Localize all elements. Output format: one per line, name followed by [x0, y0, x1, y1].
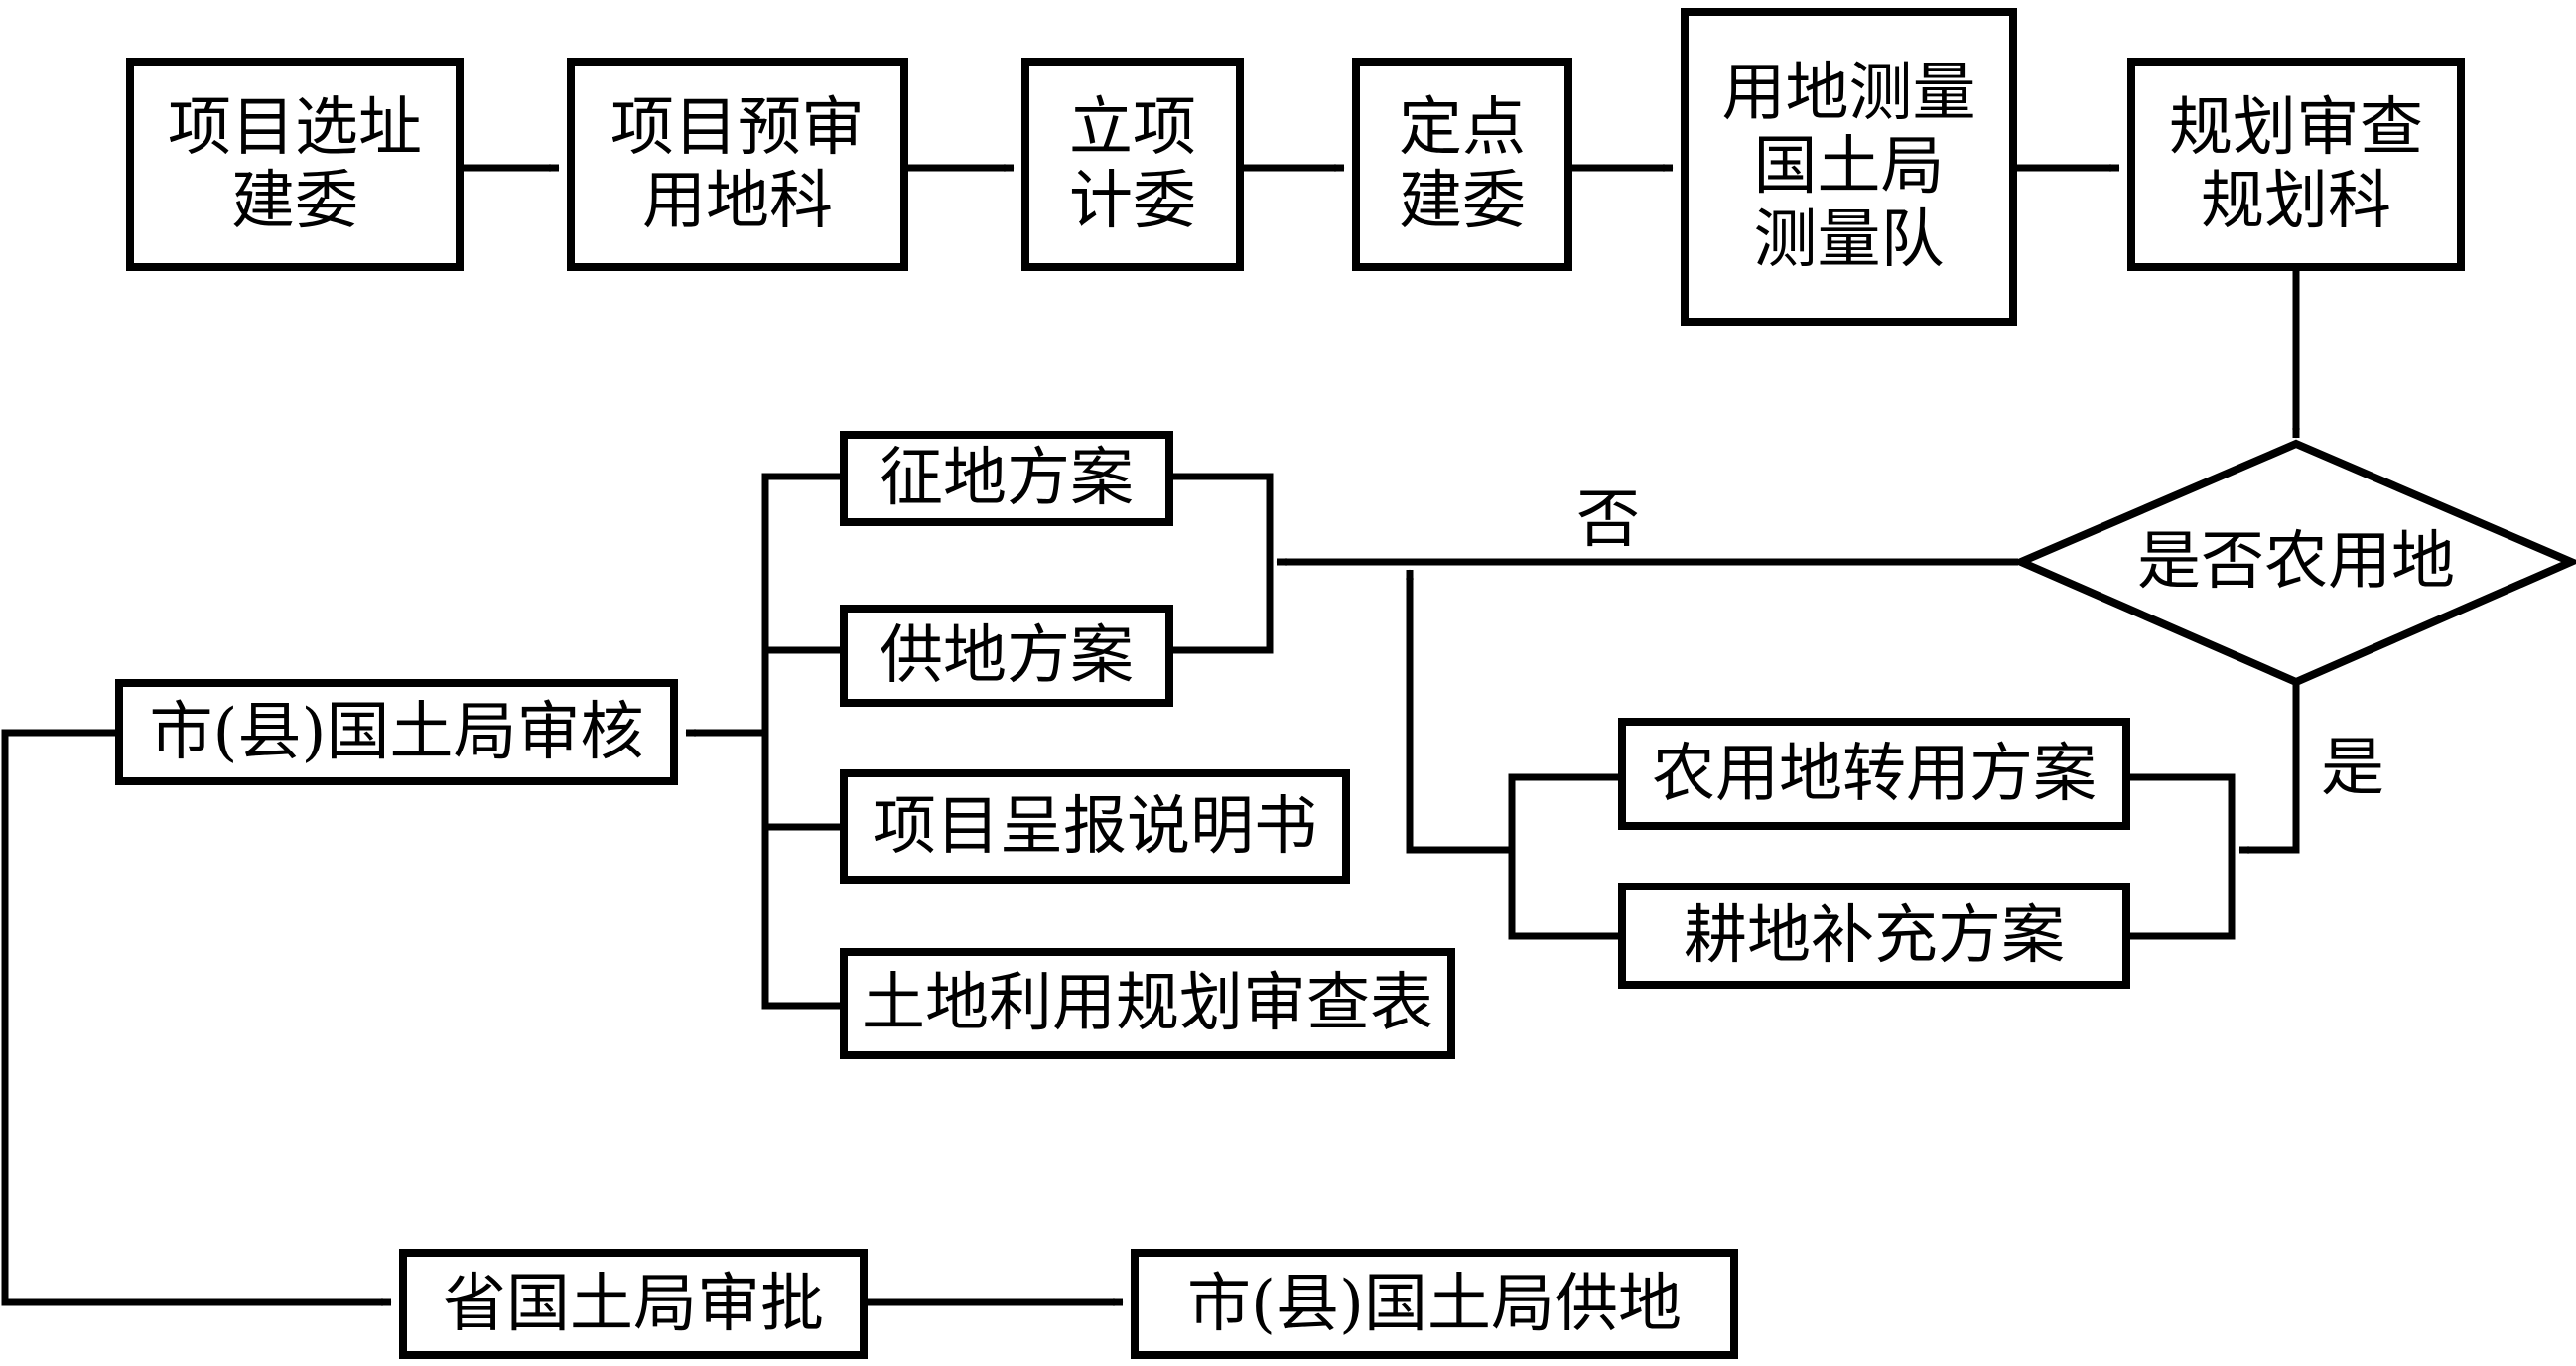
node-project-approval: 立项 计委: [1021, 58, 1244, 271]
node-city-review: 市(县)国土局审核: [115, 679, 678, 785]
edge-label-no: 否: [1576, 483, 1640, 557]
node-pre-review: 项目预审 用地科: [567, 58, 908, 271]
bracket-acquisition-supply-right: [1173, 473, 1274, 654]
node-project-report: 项目呈报说明书: [840, 769, 1350, 884]
decision-diamond: [2010, 439, 2576, 687]
node-arable-supplement-plan: 耕地补充方案: [1618, 883, 2130, 989]
node-site-selection: 项目选址 建委: [126, 58, 464, 271]
arrow-farmland-feedback: [1406, 569, 1512, 854]
node-land-use-planning-form: 土地利用规划审查表: [840, 948, 1455, 1059]
node-city-supply-label: 市(县)国土局供地: [1187, 1267, 1682, 1341]
node-land-survey: 用地测量 国土局 测量队: [1681, 8, 2017, 326]
arrow-city-review-to-province: [1, 729, 392, 1306]
edge-label-yes: 是: [2321, 732, 2384, 805]
bracket-documents-left: [761, 473, 840, 1010]
node-pre-review-label: 项目预审 用地科: [610, 90, 865, 238]
node-site-selection-label: 项目选址 建委: [168, 90, 422, 238]
node-project-approval-label: 立项 计委: [1069, 90, 1196, 238]
node-farmland-conversion-plan-label: 农用地转用方案: [1652, 737, 2097, 811]
bracket-farmland-left: [1508, 773, 1618, 940]
node-site-fixing-label: 定点 建委: [1399, 90, 1526, 238]
arrow-decision-yes: [2238, 682, 2300, 854]
node-project-report-label: 项目呈报说明书: [873, 789, 1317, 864]
bracket-farmland-right: [2130, 773, 2236, 940]
node-land-use-planning-form-label: 土地利用规划审查表: [862, 967, 1433, 1040]
node-land-supply-plan: 供地方案: [840, 605, 1173, 707]
node-planning-review: 规划审查 规划科: [2127, 58, 2465, 271]
node-city-review-label: 市(县)国土局审核: [149, 695, 644, 769]
node-land-acquisition-plan-label: 征地方案: [880, 442, 1134, 515]
node-land-supply-plan-label: 供地方案: [880, 618, 1134, 693]
node-land-survey-label: 用地测量 国土局 测量队: [1721, 57, 1976, 277]
node-province-approval-label: 省国土局审批: [443, 1267, 824, 1341]
node-city-supply: 市(县)国土局供地: [1131, 1249, 1738, 1359]
node-planning-review-label: 规划审查 规划科: [2169, 90, 2423, 238]
node-arable-supplement-plan-label: 耕地补充方案: [1684, 898, 2065, 973]
node-province-approval: 省国土局审批: [399, 1249, 868, 1359]
node-land-acquisition-plan: 征地方案: [840, 431, 1173, 526]
node-site-fixing: 定点 建委: [1352, 58, 1572, 271]
node-farmland-conversion-plan: 农用地转用方案: [1618, 718, 2130, 830]
decision-label: 是否农用地: [2137, 525, 2455, 599]
